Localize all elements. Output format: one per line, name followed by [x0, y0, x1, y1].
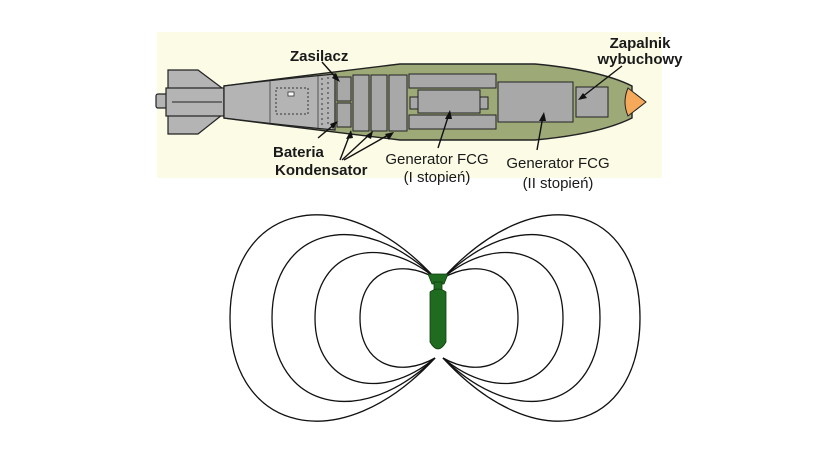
- fcg1-leader: [437, 113, 450, 149]
- fcg1-cap-right: [479, 96, 489, 110]
- magnetic-field-lines: [229, 214, 641, 422]
- zasilacz-arrowhead: [332, 73, 340, 82]
- access-panel: [275, 87, 309, 115]
- fuze-block: [575, 86, 609, 118]
- small-bomb: [427, 273, 449, 350]
- kondensator-leader-2: [341, 133, 371, 161]
- label-fcg1-line1: Generator FCG: [385, 151, 488, 168]
- fcg2-arrowhead: [539, 112, 546, 121]
- label-fcg2-line2: (II stopień): [523, 175, 594, 192]
- zapalnik-arrowhead: [578, 93, 587, 100]
- label-fcg2-line1: Generator FCG: [506, 155, 609, 172]
- label-zasilacz: Zasilacz: [290, 48, 348, 65]
- power-supply-block: [336, 76, 352, 102]
- kondensator-arrowhead-3: [385, 132, 394, 140]
- access-panel-notch: [287, 91, 295, 97]
- capacitor-3: [388, 74, 408, 132]
- field-line-right-4: [442, 214, 641, 422]
- fcg1-core: [417, 89, 481, 114]
- small-bomb-body: [429, 288, 447, 350]
- tail-section: [223, 73, 336, 131]
- field-line-right-3: [442, 233, 601, 403]
- label-zapalnik-line2: wybuchowy: [596, 51, 683, 68]
- fcg1-bottom-plate: [408, 114, 497, 130]
- fcg2-leader: [536, 115, 544, 151]
- capacitor-2: [370, 74, 388, 132]
- field-line-left-3: [271, 233, 436, 403]
- bateria-arrowhead: [330, 121, 338, 129]
- fcg1-top-plate: [408, 73, 497, 89]
- bomb-cross-section: [155, 63, 647, 141]
- label-zapalnik-line1: Zapalnik: [610, 35, 672, 52]
- field-line-right-1: [442, 268, 519, 368]
- label-fcg1-line2: (I stopień): [404, 169, 471, 186]
- capacitor-1: [352, 74, 370, 132]
- label-bateria: Bateria: [273, 144, 325, 161]
- kondensator-arrowhead-1: [346, 130, 353, 139]
- fcg1-cap-left: [409, 96, 419, 110]
- field-line-left-4: [229, 214, 436, 422]
- label-kondensator: Kondensator: [275, 162, 368, 179]
- field-line-right-2: [442, 251, 564, 385]
- fcg1-arrowhead: [445, 110, 452, 119]
- nose-cone: [624, 87, 647, 117]
- fcg2-block: [497, 81, 574, 123]
- kondensator-leader-3: [343, 133, 391, 161]
- field-line-left-2: [314, 251, 436, 385]
- battery-block: [336, 102, 352, 128]
- field-line-left-1: [359, 268, 436, 368]
- zapalnik-leader: [581, 65, 623, 98]
- small-bomb-tail-fins: [427, 273, 449, 285]
- leader-lines: [317, 61, 623, 161]
- kondensator-arrowhead-2: [365, 131, 373, 139]
